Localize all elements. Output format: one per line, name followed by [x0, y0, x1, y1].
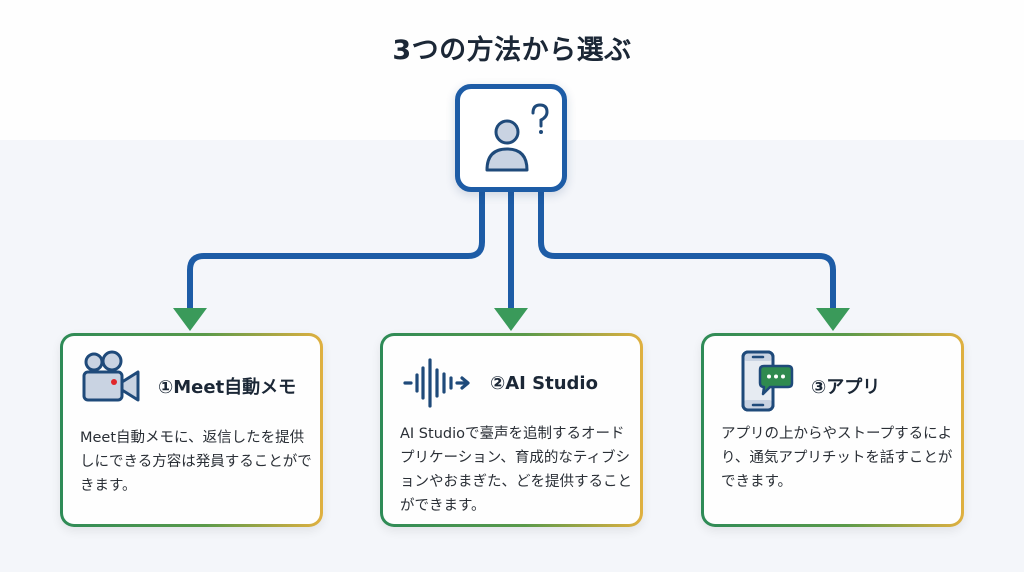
arrowhead-left: [173, 308, 207, 331]
connector-left: [187, 190, 485, 312]
card-description: Meet自動メモに、返信したを提供しにできる方容は発員することができます。: [80, 430, 312, 494]
card-title: ③アプリ: [811, 377, 881, 398]
root-node: [455, 84, 567, 192]
card-title: ①Meet自動メモ: [158, 377, 297, 398]
audio-wave-arrow-icon: [403, 358, 470, 408]
connector-right: [538, 190, 836, 312]
card-description: AI Studioで臺声を追制するオードプリケーション、育成的なティブションやお…: [400, 426, 632, 514]
option-card-meet[interactable]: ①Meet自動メモ Meet自動メモに、返信したを提供しにできる方容は発員するこ…: [60, 333, 323, 527]
card-title: ②AI Studio: [490, 373, 598, 394]
option-card-app[interactable]: ③アプリ アプリの上からやストープするにより、通気アプリチットを話すことができま…: [701, 333, 964, 527]
smartphone-chat-icon: [741, 350, 794, 412]
user-question-icon: [485, 103, 549, 172]
video-camera-icon: [82, 350, 140, 402]
arrowhead-right: [816, 308, 850, 331]
arrowhead-center: [494, 308, 528, 331]
option-card-ai-studio[interactable]: ②AI Studio AI Studioで臺声を追制するオードプリケーション、育…: [380, 333, 643, 527]
card-description: アプリの上からやストープするにより、通気アプリチットを話すことができます。: [721, 426, 953, 490]
page-title: 3つの方法から選ぶ: [392, 35, 632, 66]
